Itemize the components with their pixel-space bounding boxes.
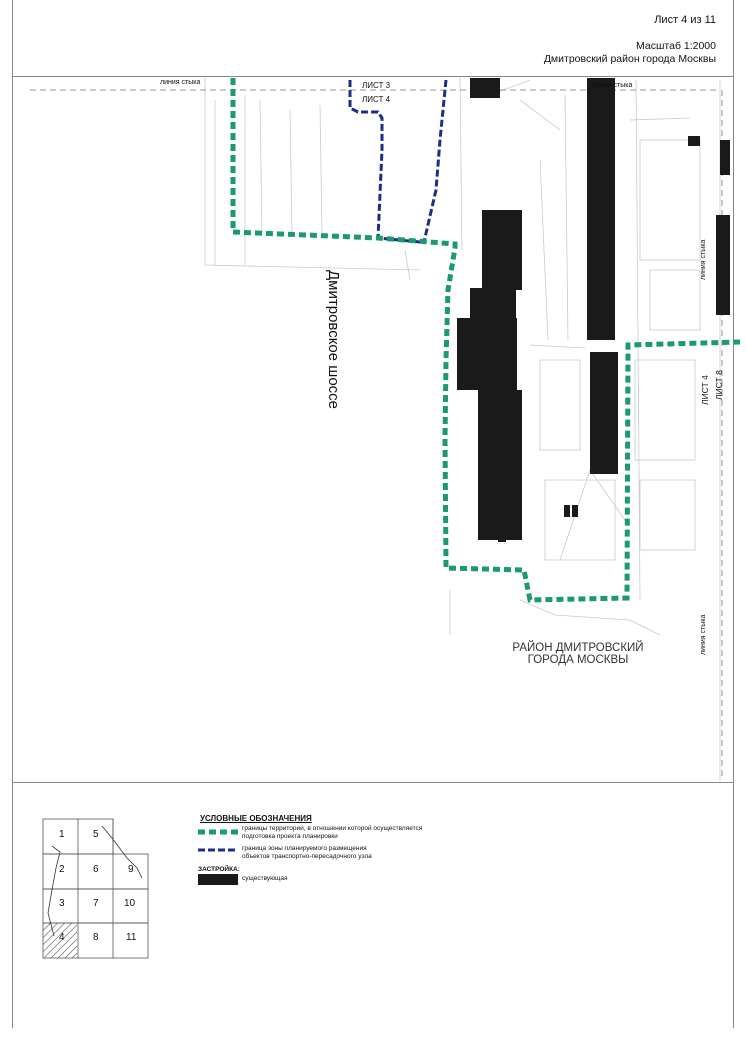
sheet-index-grid: [42, 818, 149, 959]
grid-cell-7: 7: [93, 898, 99, 909]
seam-label-top-right: линия стыка: [592, 82, 633, 89]
sheet-frame: [12, 0, 734, 1028]
district-label: РАЙОН ДМИТРОВСКИЙ ГОРОДА МОСКВЫ: [512, 642, 644, 666]
grid-cell-8: 8: [93, 932, 99, 943]
grid-cell-6: 6: [93, 864, 99, 875]
grid-cell-11: 11: [126, 932, 137, 943]
tpu-zone-boundary: [348, 79, 448, 244]
grid-cell-10: 10: [124, 898, 136, 909]
seam-label-lower-right: линия стыка: [700, 614, 707, 655]
sheet-number: Лист 4 из 11: [654, 14, 716, 26]
scale-label: Масштаб 1:2000: [636, 40, 716, 52]
legend-title: УСЛОВНЫЕ ОБОЗНАЧЕНИЯ: [200, 814, 312, 823]
grid-cell-5: 5: [93, 829, 99, 840]
legend-divider: [12, 782, 734, 783]
grid-cell-4-current: 4: [59, 932, 65, 943]
legend-building-swatch: [198, 874, 238, 885]
legend-buildings-header: ЗАСТРОЙКА:: [198, 866, 240, 873]
existing-buildings: [457, 78, 730, 542]
seam-label-right: линия стыка: [700, 239, 707, 280]
grid-cell-2: 2: [59, 864, 65, 875]
sheet-4-side-label: ЛИСТ 4: [700, 375, 710, 405]
grid-cell-9: 9: [128, 864, 134, 875]
sheet-3-label: ЛИСТ 3: [362, 81, 391, 90]
sheet-8-side-label: ЛИСТ 8: [714, 370, 724, 400]
legend-tpu-text: граница зоны планируемого размещения объ…: [242, 845, 372, 860]
legend-green-swatch: [198, 829, 238, 835]
header-divider: [12, 76, 734, 77]
legend-territory-text: границы территории, в отношении которой …: [242, 825, 423, 840]
territory-boundary: [230, 78, 741, 603]
road-label: Дмитровское шоссе: [325, 270, 342, 410]
cadastre-lines: [204, 77, 721, 780]
grid-cell-3: 3: [59, 898, 65, 909]
district-header: Дмитровский район города Москвы: [543, 53, 716, 65]
legend-existing-text: существующая: [242, 875, 288, 882]
seam-label-left: линия стыка: [160, 79, 201, 86]
grid-cell-1: 1: [59, 829, 65, 840]
sheet-4-label: ЛИСТ 4: [362, 95, 391, 104]
legend-blue-swatch: [198, 848, 238, 852]
